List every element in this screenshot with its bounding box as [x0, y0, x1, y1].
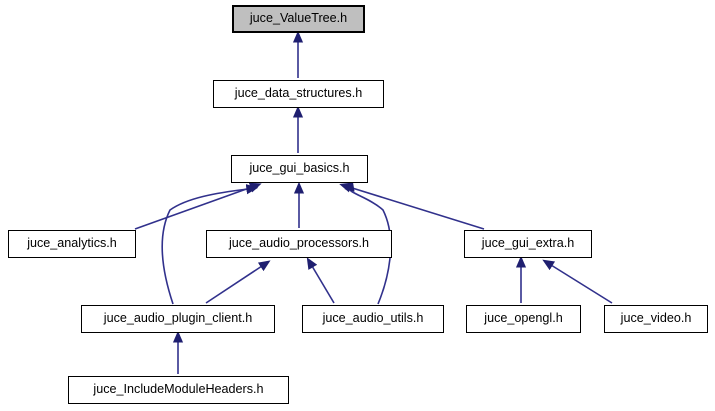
- node-label-audio_plugin_client: juce_audio_plugin_client.h: [103, 311, 253, 326]
- edge-audio_plugin_client-to-audio_processors: [205, 260, 271, 304]
- node-video[interactable]: juce_video.h: [604, 305, 708, 333]
- edge-audio_utils-to-audio_processors: [306, 257, 335, 304]
- node-label-include_module_headers: juce_IncludeModuleHeaders.h: [93, 382, 264, 397]
- node-audio_utils[interactable]: juce_audio_utils.h: [302, 305, 444, 333]
- node-label-data_structures: juce_data_structures.h: [234, 86, 363, 101]
- node-gui_extra[interactable]: juce_gui_extra.h: [464, 230, 592, 258]
- node-label-audio_utils: juce_audio_utils.h: [322, 311, 424, 326]
- edge-gui_extra-to-gui_basics: [339, 182, 485, 230]
- node-label-valuetree: juce_ValueTree.h: [249, 11, 348, 26]
- edge-audio_plugin_client-to-gui_basics: [161, 184, 259, 305]
- edge-video-to-gui_extra: [542, 259, 613, 304]
- edge-analytics-to-gui_basics: [134, 182, 262, 230]
- node-label-opengl: juce_opengl.h: [484, 311, 563, 326]
- edge-audio_utils-to-gui_basics: [344, 179, 392, 305]
- node-audio_plugin_client[interactable]: juce_audio_plugin_client.h: [81, 305, 275, 333]
- node-analytics[interactable]: juce_analytics.h: [8, 230, 136, 258]
- node-audio_processors[interactable]: juce_audio_processors.h: [206, 230, 392, 258]
- node-include_module_headers[interactable]: juce_IncludeModuleHeaders.h: [68, 376, 289, 404]
- node-label-video: juce_video.h: [620, 311, 692, 326]
- node-opengl[interactable]: juce_opengl.h: [466, 305, 581, 333]
- node-gui_basics[interactable]: juce_gui_basics.h: [231, 155, 368, 183]
- node-label-analytics: juce_analytics.h: [27, 236, 117, 251]
- node-valuetree[interactable]: juce_ValueTree.h: [232, 5, 365, 33]
- node-label-gui_basics: juce_gui_basics.h: [249, 161, 350, 176]
- node-label-audio_processors: juce_audio_processors.h: [228, 236, 370, 251]
- node-label-gui_extra: juce_gui_extra.h: [481, 236, 575, 251]
- edges-group: [134, 30, 613, 374]
- node-data_structures[interactable]: juce_data_structures.h: [213, 80, 384, 108]
